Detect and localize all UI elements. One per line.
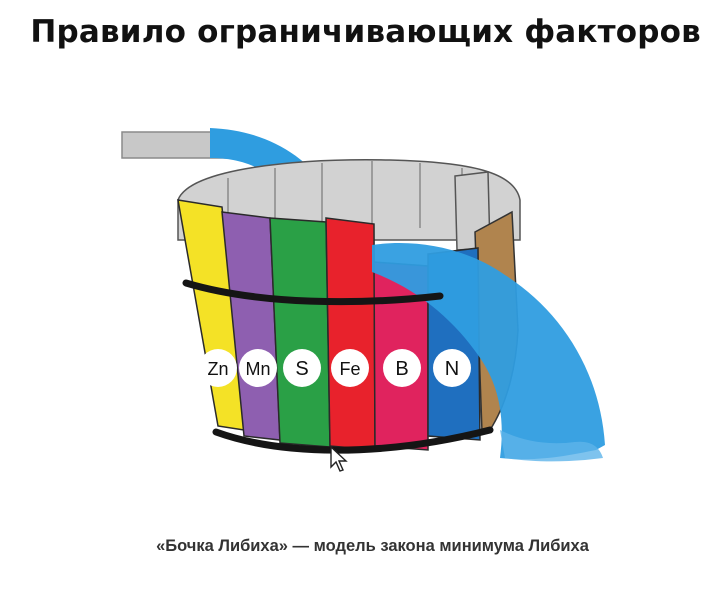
label-badge-n — [433, 349, 471, 387]
element-label-zn: Zn — [207, 359, 228, 379]
water-splash — [500, 430, 603, 462]
element-label-mn: Mn — [245, 359, 270, 379]
figure-caption: «Бочка Либиха» — модель закона минимума … — [156, 537, 589, 555]
label-badge-b — [383, 349, 421, 387]
label-badge-mn — [239, 349, 277, 387]
top-hoop — [182, 279, 444, 306]
bottom-hoop — [212, 426, 494, 454]
page-title: Правило ограничивающих факторов — [30, 14, 701, 50]
stave-s — [269, 217, 331, 448]
element-label-b: B — [395, 358, 408, 380]
element-label-fe: Fe — [339, 359, 360, 379]
stave-fe — [325, 217, 376, 451]
label-badge-fe — [331, 349, 369, 387]
label-badge-zn — [199, 349, 237, 387]
element-label-n: N — [445, 358, 459, 380]
label-badge-s — [283, 349, 321, 387]
element-label-s: S — [295, 358, 308, 380]
element-labels: Zn Mn S Fe B N — [199, 349, 471, 387]
mouse-cursor-icon — [330, 445, 348, 472]
